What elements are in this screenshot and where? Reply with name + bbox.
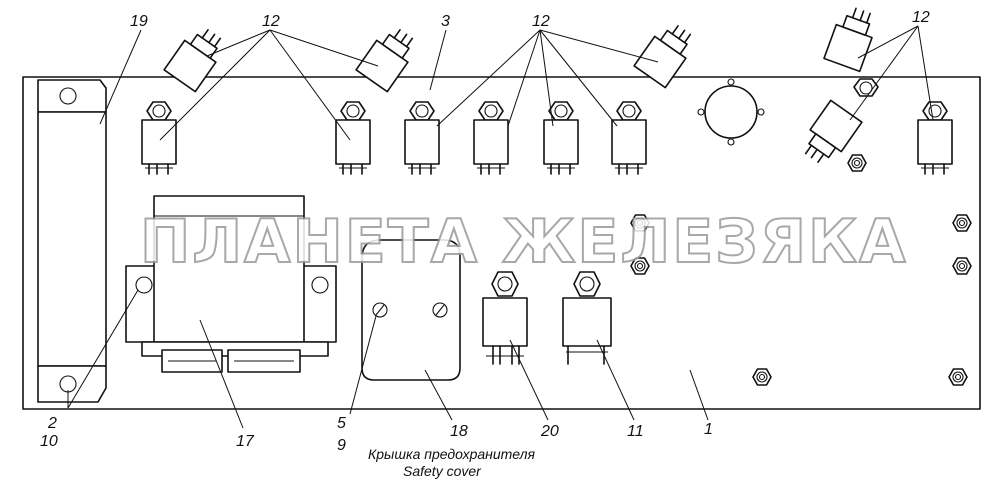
callout-12-left: 12 xyxy=(262,13,280,30)
callout-1: 1 xyxy=(704,421,713,438)
module-17 xyxy=(125,195,337,373)
callout-11: 11 xyxy=(627,423,644,440)
callout-12-right: 12 xyxy=(912,9,930,26)
safety-cover-18 xyxy=(361,239,461,381)
watermark: ПЛАНЕТА ЖЕЛЕЗЯКА xyxy=(140,207,908,277)
callout-20: 20 xyxy=(540,423,559,440)
callout-numbers: 19 12 3 12 12 2 10 17 5 9 18 20 11 1 xyxy=(40,9,930,454)
bracket-19 xyxy=(37,79,107,403)
callout-2: 2 xyxy=(47,415,57,432)
callout-9: 9 xyxy=(337,437,346,454)
relay-11 xyxy=(562,271,612,365)
tilted-relays xyxy=(163,3,881,171)
leader-lines xyxy=(67,25,934,429)
round-connector xyxy=(697,78,765,146)
caption-ru: Крышка предохранителя xyxy=(368,446,536,462)
callout-3: 3 xyxy=(441,13,450,30)
callout-5: 5 xyxy=(337,415,346,432)
callout-18: 18 xyxy=(450,423,468,440)
callout-12-middle: 12 xyxy=(532,13,550,30)
caption-en: Safety cover xyxy=(403,463,482,479)
callout-17: 17 xyxy=(236,433,255,450)
callout-10: 10 xyxy=(40,433,58,450)
relay-20 xyxy=(482,271,528,365)
callout-19: 19 xyxy=(130,13,148,30)
